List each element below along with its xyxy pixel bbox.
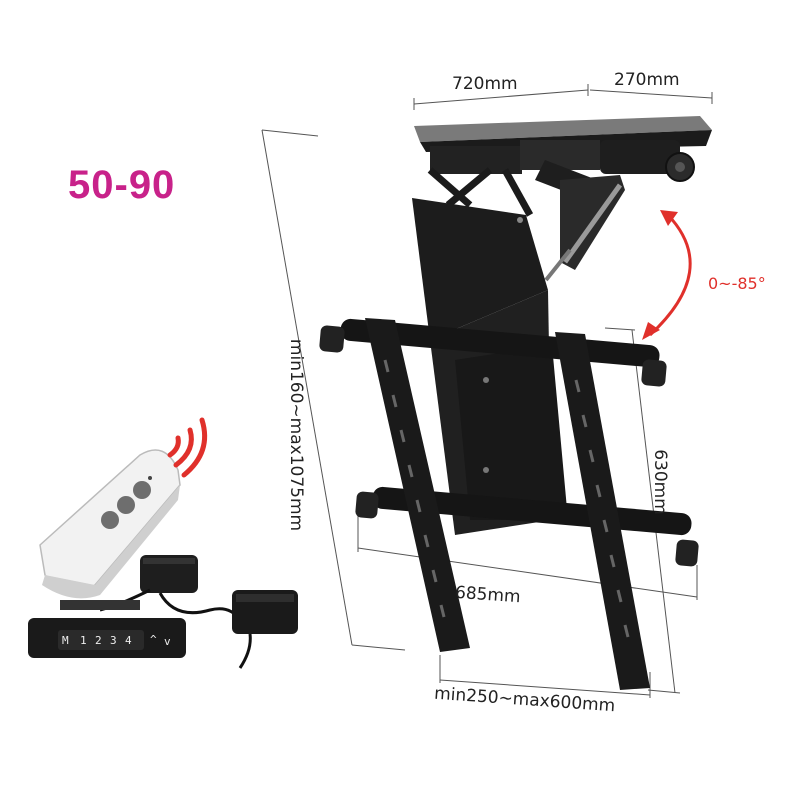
vesa-dimension-line: [439, 679, 651, 696]
depth-dimension-label: 270mm: [614, 70, 680, 90]
keypad: M 1 2 3 4 ^ v: [28, 600, 186, 658]
keypad-button-m: M: [62, 634, 69, 647]
signal-waves-icon: [167, 417, 208, 478]
remote-control: [39, 449, 181, 599]
keypad-button-1: 1: [80, 634, 87, 647]
keypad-button-2: 2: [95, 634, 102, 647]
keypad-button-up: ^: [150, 633, 157, 646]
remote-button-icon: [133, 481, 151, 499]
keypad-button-3: 3: [110, 634, 117, 647]
screen-size-range: 50-90: [68, 163, 176, 207]
remote-button-icon: [117, 496, 135, 514]
support-arms: [427, 167, 534, 217]
vertical-bracket-label: 630mm: [650, 449, 670, 515]
width-dimension-label: 720mm: [452, 74, 518, 94]
remote-button-icon: [101, 511, 119, 529]
tilt-arrow: [642, 210, 692, 340]
height-range-label: min160~max1075mm: [286, 338, 306, 532]
horizontal-bracket-dimension-line: [357, 547, 698, 598]
motor-assembly: [535, 140, 695, 282]
keypad-button-down: v: [164, 635, 171, 648]
vertical-mast: [412, 198, 568, 535]
power-adapter: [232, 590, 298, 669]
keypad-button-4: 4: [125, 634, 132, 647]
height-dimension-line: [261, 129, 353, 646]
width-dimension-line: [413, 89, 589, 105]
tilt-range-label: 0~-85°: [708, 274, 766, 293]
vesa-rails: [365, 318, 650, 690]
depth-dimension-line: [589, 89, 713, 99]
ceiling-plate: [414, 116, 712, 174]
